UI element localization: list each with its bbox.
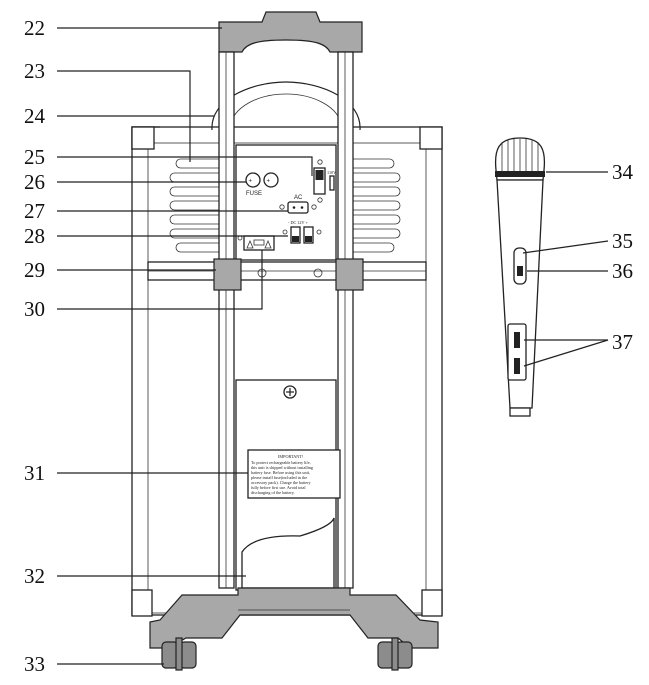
trolley-base [149, 587, 439, 671]
control-panel: + + FUSE 110V AC - DC 12V + [235, 144, 337, 261]
callout-23: 23 [24, 59, 45, 83]
callout-35: 35 [612, 229, 633, 253]
dc-label: - DC 12V + [288, 220, 308, 225]
power-switch [313, 167, 326, 195]
callout-32: 32 [24, 564, 45, 588]
callout-37: 37 [612, 330, 633, 354]
callout-31: 31 [24, 461, 45, 485]
handle-clamp-right [335, 258, 364, 291]
handle-clamp-left [213, 258, 242, 291]
notice-line-5: accessory pack). Charge the battery [251, 480, 311, 485]
callout-34: 34 [612, 160, 634, 184]
notice-line-2: this unit is shipped without installing [251, 465, 314, 470]
battery-compartment: IMPORTANT! To protect rechargeable batte… [235, 379, 341, 591]
svg-text:+: + [249, 179, 253, 185]
dc-terminal-neg [290, 226, 301, 244]
callout-29: 29 [24, 258, 45, 282]
wireless-microphone [494, 137, 546, 417]
notice-line-4: please install fuse(included in the [251, 475, 307, 480]
callout-22: 22 [24, 16, 45, 40]
callout-24: 24 [24, 104, 46, 128]
callout-25: 25 [24, 145, 45, 169]
notice-line-7: discharging of the battery. [251, 490, 295, 495]
callout-27: 27 [24, 199, 45, 223]
voltage-label: 110V [327, 170, 336, 175]
notice-line-3: battery fuse. Before using this unit, [251, 470, 310, 476]
fuse-holder-left [245, 172, 261, 188]
callout-numbers: 22 23 24 25 26 27 28 29 30 31 32 33 34 3… [24, 16, 634, 676]
fuse-holder-right [263, 172, 279, 188]
notice-line-6: fully before first use. Avoid total [251, 485, 306, 490]
ac-label: AC [294, 195, 303, 201]
callout-30: 30 [24, 297, 45, 321]
notice-line-1: To protect rechargeable battery life, [251, 460, 311, 466]
callout-33: 33 [24, 652, 45, 676]
mic-battery-cover [507, 323, 527, 381]
dc-terminal-pos [303, 226, 314, 244]
telescopic-handle [218, 11, 363, 589]
handle-grip [218, 11, 363, 53]
svg-text:+: + [267, 179, 271, 185]
callout-36: 36 [612, 259, 633, 283]
voltage-selector [329, 175, 335, 191]
important-notice-label [247, 449, 341, 499]
battery-pull-tab [241, 517, 335, 589]
notice-title: IMPORTANT! [278, 454, 303, 459]
leader-lines [57, 27, 609, 665]
ac-socket [287, 201, 309, 214]
callout-28: 28 [24, 224, 45, 248]
callout-26: 26 [24, 170, 45, 194]
fuse-label: FUSE [246, 191, 262, 197]
